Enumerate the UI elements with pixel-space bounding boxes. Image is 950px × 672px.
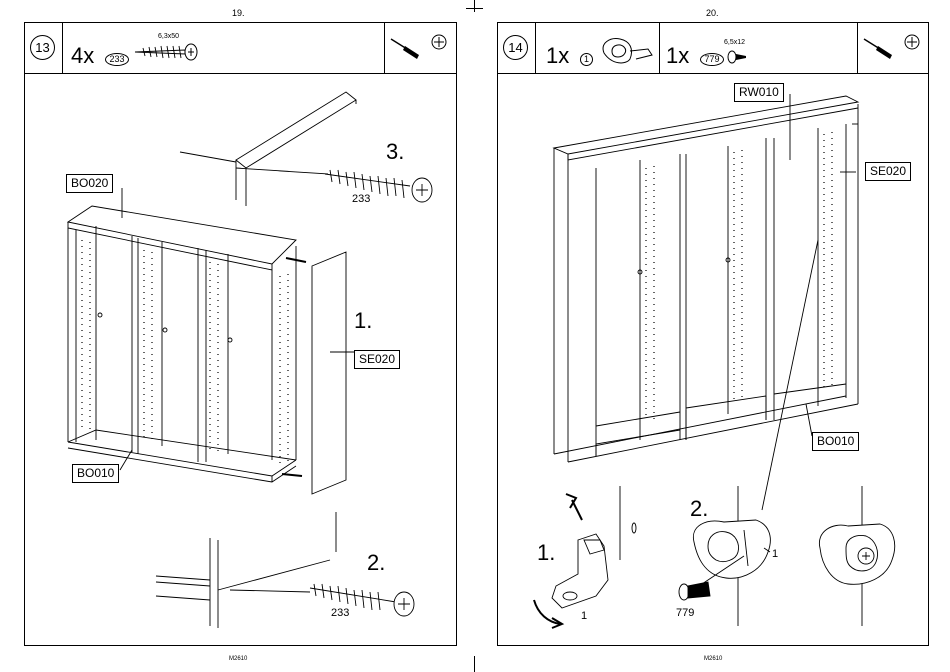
callout-bracket-b: 1 [772,548,778,560]
label-side-panel-right: SE020 [865,162,911,181]
label-bottom-panel-right: BO010 [812,432,859,451]
substep-1-label: 1. [354,308,372,334]
left-wardrobe [68,206,296,482]
screw-callout-top: 233 [352,193,370,205]
substep-2-label: 2. [367,550,385,576]
screw-callout-bottom: 233 [331,607,349,619]
label-side-panel: SE020 [354,350,400,369]
callout-bracket-a: 1 [581,610,587,622]
substep-2-label-right: 2. [690,496,708,522]
substep-1-label-right: 1. [537,540,555,566]
bracket-detail-3 [819,486,894,626]
top-corner-detail [180,92,356,206]
label-bottom-panel: BO010 [72,464,119,483]
label-back-wall: RW010 [734,83,784,102]
side-panel-se020 [312,252,346,494]
label-top-panel: BO020 [66,174,113,193]
screw-233-top [325,170,432,202]
shelf-hole-rows-right [646,132,832,420]
right-wardrobe [554,96,858,462]
shelf-hole-rows [82,240,288,464]
substep-3-label: 3. [386,139,404,165]
callout-screw-779: 779 [676,607,694,619]
